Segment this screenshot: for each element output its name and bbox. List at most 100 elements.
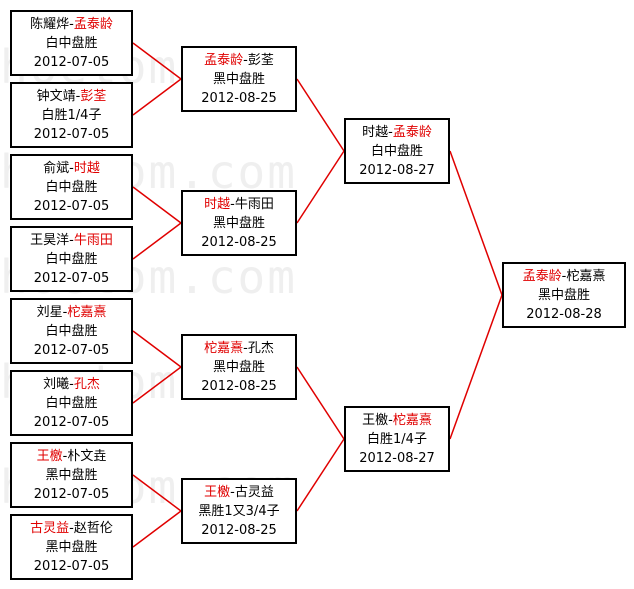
player-black: 孟泰龄 bbox=[204, 52, 244, 68]
match-result: 白中盘胜 bbox=[370, 143, 423, 159]
player-black: 刘星 bbox=[36, 304, 63, 320]
player-black: 孟泰龄 bbox=[522, 268, 562, 284]
bracket-connector-line bbox=[132, 222, 182, 260]
match-box[interactable]: 刘曦-孔杰白中盘胜 2012-07-05 bbox=[10, 370, 133, 436]
match-result: 白中盘胜 bbox=[45, 179, 98, 195]
player-black: 钟文靖 bbox=[36, 88, 76, 104]
player-white: 朴文垚 bbox=[67, 448, 107, 464]
players-line: 俞斌-时越 bbox=[43, 159, 100, 178]
players-separator: - bbox=[69, 520, 74, 536]
match-date: 2012-08-27 bbox=[359, 450, 435, 466]
match-result: 白中盘胜 bbox=[45, 395, 98, 411]
player-black: 王檄 bbox=[36, 448, 63, 464]
match-result: 白胜1/4子 bbox=[367, 431, 427, 447]
match-date: 2012-07-05 bbox=[33, 126, 110, 142]
players-separator: - bbox=[69, 232, 74, 248]
bracket-connector-line bbox=[132, 474, 182, 512]
match-result: 黑胜1又3/4子 bbox=[198, 503, 280, 519]
players-separator: - bbox=[243, 52, 248, 68]
player-white: 时越 bbox=[73, 160, 100, 176]
match-result: 白中盘胜 bbox=[45, 35, 98, 51]
players-separator: - bbox=[388, 412, 393, 428]
player-white: 孟泰龄 bbox=[392, 124, 432, 140]
player-white: 柁嘉熹 bbox=[392, 412, 432, 428]
match-box[interactable]: 古灵益-赵哲伦黑中盘胜 2012-07-05 bbox=[10, 514, 133, 580]
players-line: 孟泰龄-柁嘉熹 bbox=[523, 267, 606, 286]
players-line: 钟文靖-彭荃 bbox=[37, 87, 107, 106]
players-line: 王檄-朴文垚 bbox=[37, 447, 107, 466]
player-black: 陈耀烨 bbox=[30, 16, 70, 32]
match-box[interactable]: 陈耀烨-孟泰龄白中盘胜 2012-07-05 bbox=[10, 10, 133, 76]
player-white: 彭荃 bbox=[247, 52, 274, 68]
players-line: 时越-牛雨田 bbox=[204, 195, 274, 214]
bracket-connector-line bbox=[296, 438, 345, 512]
match-result: 黑中盘胜 bbox=[537, 287, 590, 303]
players-line: 古灵益-赵哲伦 bbox=[30, 519, 113, 538]
match-date: 2012-07-05 bbox=[33, 342, 110, 358]
match-date: 2012-08-25 bbox=[201, 90, 277, 106]
match-date: 2012-07-05 bbox=[33, 558, 110, 574]
match-result: 黑中盘胜 bbox=[212, 71, 265, 87]
players-line: 王昊洋-牛雨田 bbox=[30, 231, 113, 250]
players-line: 孟泰龄-彭荃 bbox=[204, 51, 274, 70]
player-white: 彭荃 bbox=[80, 88, 107, 104]
players-separator: - bbox=[69, 160, 74, 176]
bracket-connector-line bbox=[449, 150, 503, 296]
player-white: 孟泰龄 bbox=[73, 16, 113, 32]
match-result: 黑中盘胜 bbox=[45, 467, 98, 483]
player-white: 孔杰 bbox=[247, 340, 274, 356]
match-date: 2012-07-05 bbox=[33, 414, 110, 430]
match-date: 2012-08-27 bbox=[359, 162, 435, 178]
bracket-connector-line bbox=[296, 150, 345, 224]
players-line: 时越-孟泰龄 bbox=[362, 123, 432, 142]
match-date: 2012-08-25 bbox=[201, 522, 277, 538]
bracket-connector-line bbox=[132, 186, 182, 224]
players-separator: - bbox=[62, 304, 68, 320]
bracket-connector-line bbox=[132, 42, 182, 80]
bracket-connector-line bbox=[132, 78, 182, 116]
match-date: 2012-08-28 bbox=[526, 306, 602, 322]
match-result: 黑中盘胜 bbox=[45, 539, 98, 555]
players-separator: - bbox=[69, 16, 74, 32]
match-result: 白胜1/4子 bbox=[41, 107, 102, 123]
match-date: 2012-08-25 bbox=[201, 234, 277, 250]
players-separator: - bbox=[230, 196, 235, 212]
player-black: 王昊洋 bbox=[30, 232, 70, 248]
match-date: 2012-07-05 bbox=[33, 270, 110, 286]
players-separator: - bbox=[561, 268, 567, 284]
player-white: 古灵益 bbox=[234, 484, 274, 500]
players-separator: - bbox=[388, 124, 393, 140]
match-date: 2012-07-05 bbox=[33, 198, 110, 214]
players-separator: - bbox=[69, 376, 74, 392]
match-box[interactable]: 孟泰龄-柁嘉熹黑中盘胜 2012-08-28 bbox=[502, 262, 626, 328]
players-line: 柁嘉熹-孔杰 bbox=[204, 339, 274, 358]
player-white: 柁嘉熹 bbox=[67, 304, 107, 320]
players-separator: - bbox=[62, 448, 68, 464]
player-white: 孔杰 bbox=[73, 376, 100, 392]
bracket-connector-line bbox=[449, 294, 503, 440]
bracket-connector-line bbox=[132, 330, 182, 368]
player-black: 俞斌 bbox=[43, 160, 70, 176]
bracket-connector-line bbox=[296, 366, 345, 440]
player-black: 时越 bbox=[362, 124, 389, 140]
bracket-connector-line bbox=[296, 78, 345, 152]
match-box[interactable]: 王檄-柁嘉熹白胜1/4子 2012-08-27 bbox=[344, 406, 450, 472]
match-result: 黑中盘胜 bbox=[212, 359, 265, 375]
match-date: 2012-07-05 bbox=[33, 54, 110, 70]
players-separator: - bbox=[75, 88, 81, 104]
bracket-connector-line bbox=[132, 510, 182, 548]
player-white: 牛雨田 bbox=[234, 196, 274, 212]
player-black: 刘曦 bbox=[43, 376, 70, 392]
player-black: 王檄 bbox=[362, 412, 389, 428]
